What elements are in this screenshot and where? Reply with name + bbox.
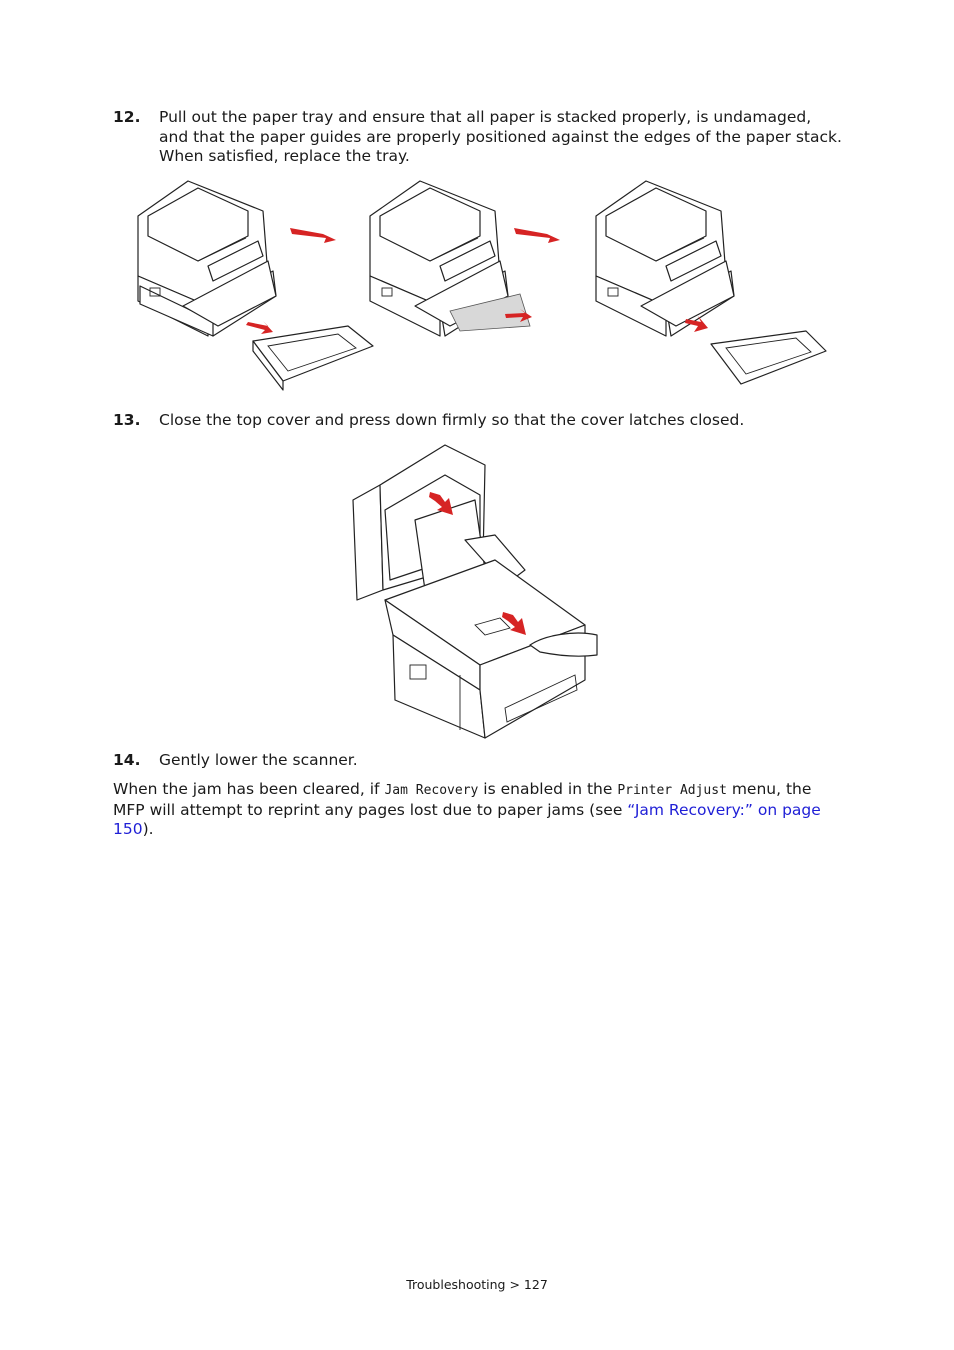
closing-text-2: is enabled in the (478, 780, 618, 798)
cover-closing-illustration (352, 444, 598, 739)
step-14: 14. Gently lower the scanner. (113, 751, 843, 771)
menu-item-code: Jam Recovery (384, 783, 479, 798)
step-text: Pull out the paper tray and ensure that … (159, 108, 842, 165)
tray-sequence-illustration (137, 180, 827, 391)
step-number: 14. (113, 751, 141, 769)
step-number: 12. (113, 108, 141, 126)
step-12: 12. Pull out the paper tray and ensure t… (113, 108, 843, 167)
printer-with-paper (369, 180, 532, 337)
closing-paragraph: When the jam has been cleared, if Jam Re… (113, 780, 843, 840)
arrow-down-right-icon (246, 321, 273, 334)
closing-text-4: ). (142, 820, 154, 838)
printer-with-tray-inserted (595, 180, 827, 385)
step-number: 13. (113, 411, 141, 429)
closing-text-3: menu, the MFP will attempt to reprint an… (113, 780, 812, 819)
page-footer: Troubleshooting > 127 (406, 1277, 548, 1292)
arrow-right-icon (514, 228, 560, 243)
arrow-down-right-icon (429, 492, 453, 515)
closing-text-1: When the jam has been cleared, if (113, 780, 385, 798)
step-text: Gently lower the scanner. (159, 751, 358, 769)
menu-name-code: Printer Adjust (617, 783, 727, 798)
step-13: 13. Close the top cover and press down f… (113, 411, 843, 431)
arrow-down-right-icon (502, 612, 526, 635)
jam-recovery-link[interactable]: “Jam Recovery:” on page 150 (113, 800, 821, 839)
printer-with-tray-removed (137, 180, 374, 391)
step-text: Close the top cover and press down firml… (159, 411, 745, 429)
arrow-right-icon (290, 228, 336, 243)
